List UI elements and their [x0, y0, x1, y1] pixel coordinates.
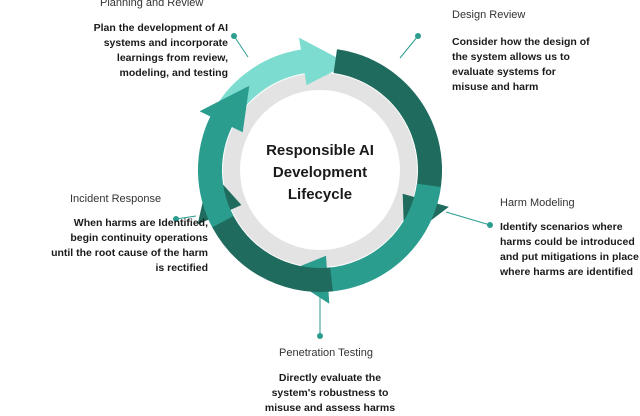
planning-review-desc-line: Plan the development of AI — [93, 22, 228, 34]
incident-response-desc-line: until the root cause of the harm — [51, 247, 208, 259]
incident-connector-line — [175, 215, 197, 220]
center-title-line-3: Lifecycle — [287, 186, 353, 203]
penetration-testing-desc-line: misuse and assess harms — [264, 402, 396, 414]
center-circle — [240, 90, 400, 250]
planning-review-description: Plan the development of AI systems and i… — [68, 21, 228, 81]
incident-response-desc-line: is rectified — [155, 262, 208, 274]
design-review-desc-line: Consider how the design of — [452, 36, 590, 48]
harm-modeling-desc-line: Identify scenarios where — [500, 221, 623, 233]
harm-modeling-title: Harm Modeling — [500, 197, 575, 209]
harm-connector-dot — [487, 222, 493, 228]
harm-modeling-desc-line: harms could be introduced — [500, 236, 635, 248]
incident-response-title: Incident Response — [70, 193, 162, 205]
harm-modeling-desc-line: where harms are identified — [500, 266, 634, 278]
incident-response-description: When harms are Identified, begin continu… — [8, 216, 208, 276]
design-connector-line — [399, 35, 419, 59]
incident-connector-dot — [173, 216, 179, 222]
design-review-description: Consider how the design of the system al… — [452, 35, 632, 95]
arrow-penetration-to-incident — [197, 170, 333, 292]
incident-response-desc-line: When harms are Identified, — [73, 217, 208, 229]
planning-review-desc-line: learnings from review, — [116, 52, 228, 64]
planning-review-desc-line: modeling, and testing — [119, 67, 228, 79]
center-title-line-2: Development — [272, 164, 368, 181]
planning-review-desc-line: systems and incorporate — [103, 37, 228, 49]
planning-review-title: Planning and Review — [100, 0, 204, 9]
penetration-testing-desc-line: Directly evaluate the — [278, 372, 382, 384]
incident-response-desc-line: begin continuity operations — [70, 232, 208, 244]
design-review-desc-line: the system allows us to — [452, 51, 570, 63]
penetration-connector-dot — [317, 333, 323, 339]
design-review-desc-line: evaluate systems for — [452, 66, 556, 78]
design-review-desc-line: misuse and harm — [452, 81, 539, 93]
harm-modeling-description: Identify scenarios where harms could be … — [500, 220, 640, 280]
planning-connector-dot — [231, 33, 237, 39]
center-title-line-1: Responsible AI — [266, 142, 374, 159]
penetration-testing-description: Directly evaluate the system's robustnes… — [230, 371, 430, 416]
harm-connector-line — [445, 211, 491, 226]
planning-connector-line — [233, 35, 249, 58]
design-review-title: Design Review — [452, 9, 526, 21]
penetration-testing-desc-line: system's robustness to — [271, 387, 389, 399]
arrow-planning-to-design — [214, 37, 349, 121]
center-title: Responsible AI Development Lifecycle — [250, 140, 390, 206]
penetration-testing-title: Penetration Testing — [279, 347, 373, 359]
harm-modeling-desc-line: and put mitigations in place — [500, 251, 639, 263]
design-connector-dot — [415, 33, 421, 39]
arrow-incident-to-planning — [197, 85, 250, 228]
